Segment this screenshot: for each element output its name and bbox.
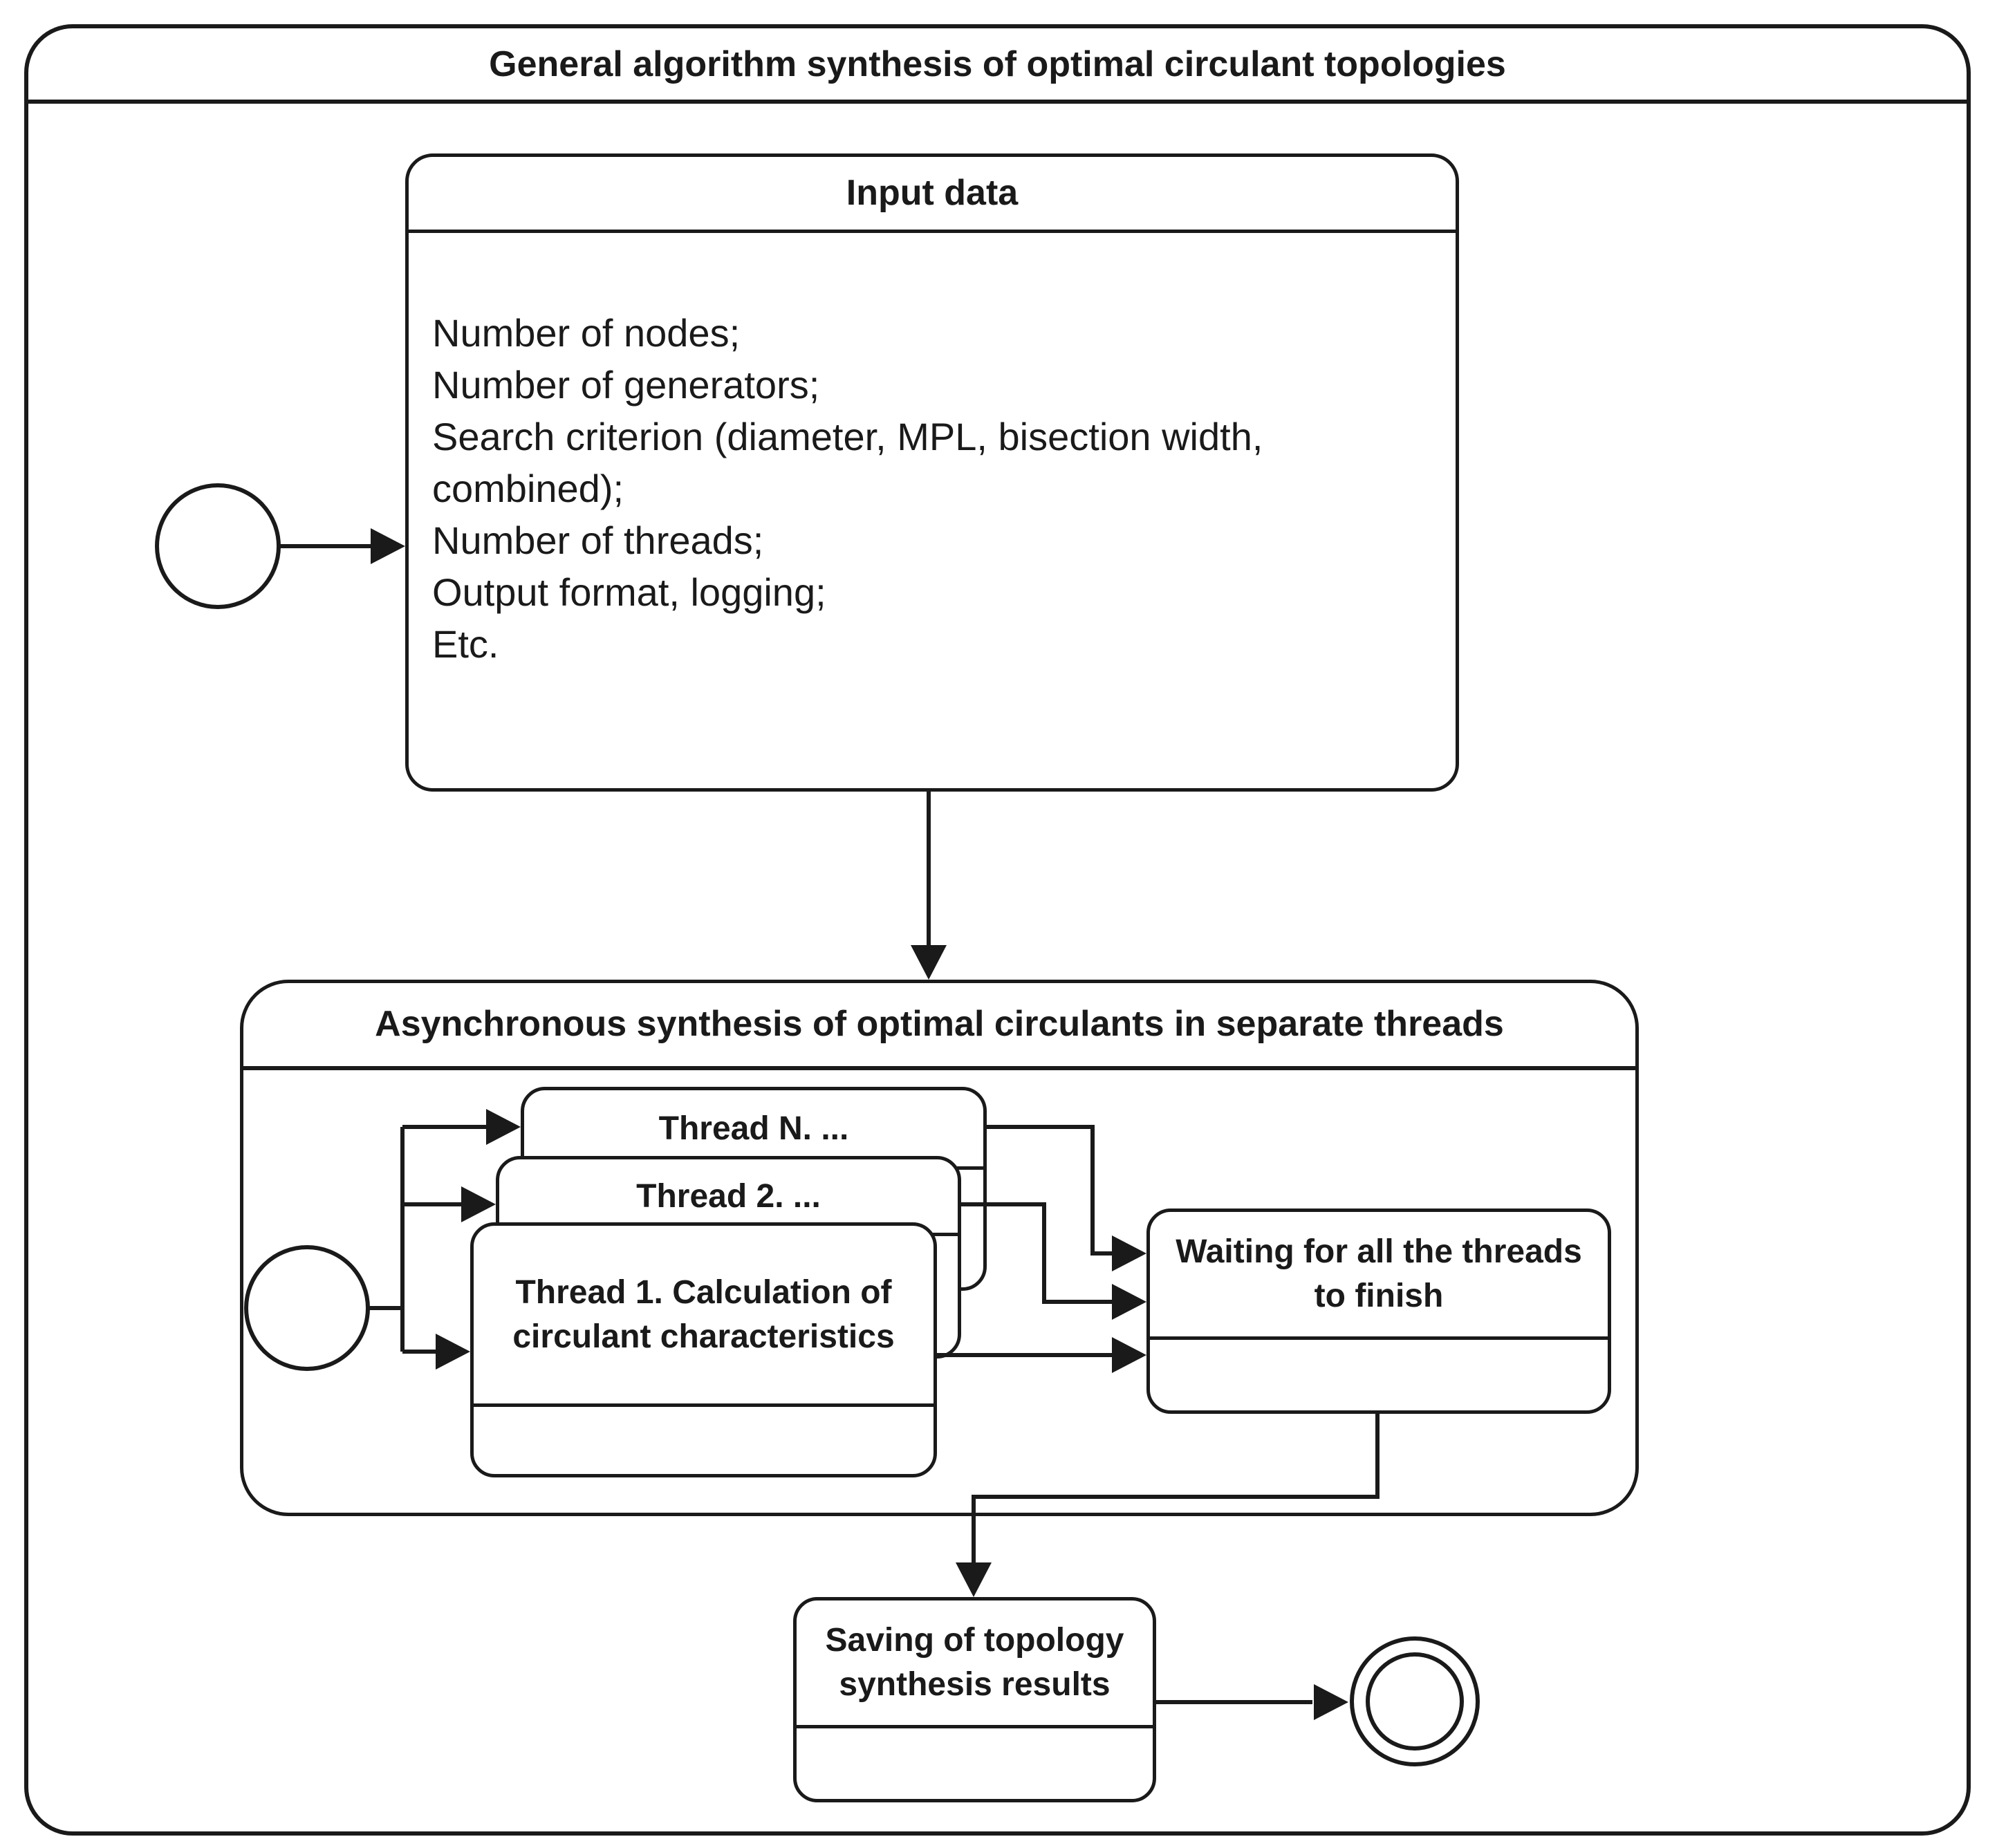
thread-1-title: Thread 1. Calculation of circulant chara… [512, 1273, 895, 1355]
input-data-body: Number of nodes; Number of generators; S… [432, 307, 1442, 670]
input-data-line: Etc. [432, 622, 499, 666]
diagram-title: General algorithm synthesis of optimal c… [489, 44, 1506, 84]
region-async-divider [243, 1066, 1635, 1070]
action-saving: Saving of topology synthesis results [793, 1597, 1156, 1802]
action-thread-1: Thread 1. Calculation of circulant chara… [470, 1222, 937, 1477]
thread-n-title: Thread N. ... [658, 1110, 849, 1147]
waiting-title: Waiting for all the threads to finish [1176, 1233, 1582, 1314]
saving-title: Saving of topology synthesis results [825, 1622, 1124, 1703]
input-data-line: Number of generators; [432, 363, 820, 407]
thread-2-title: Thread 2. ... [636, 1177, 821, 1215]
input-data-title: Input data [846, 172, 1019, 213]
waiting-divider [1150, 1336, 1608, 1340]
input-data-line: Output format, logging; [432, 570, 826, 614]
input-data-line: combined); [432, 467, 624, 510]
action-input-data [405, 153, 1459, 792]
input-data-divider [409, 230, 1456, 233]
saving-divider [797, 1725, 1153, 1728]
action-waiting: Waiting for all the threads to finish [1146, 1208, 1611, 1414]
input-data-line: Number of nodes; [432, 311, 741, 355]
thread-1-divider [474, 1403, 934, 1407]
frame-title-divider [28, 100, 1967, 104]
region-async-title: Asynchronous synthesis of optimal circul… [375, 1004, 1504, 1044]
input-data-line: Number of threads; [432, 519, 764, 562]
input-data-line: Search criterion (diameter, MPL, bisecti… [432, 415, 1263, 458]
